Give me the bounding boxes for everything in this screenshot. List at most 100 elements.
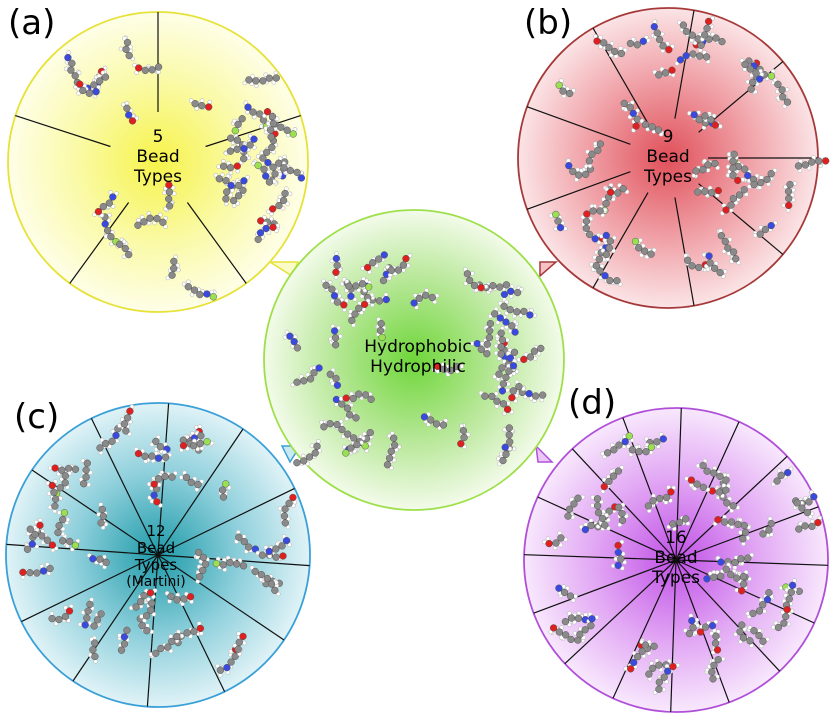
molecule-icon xyxy=(727,156,760,184)
molecule-icon xyxy=(329,251,344,280)
molecule-icon xyxy=(712,514,743,530)
molecule-icon xyxy=(117,404,135,437)
panel-b-label-line2: Bead xyxy=(646,147,689,167)
sector-divider xyxy=(675,559,828,566)
molecule-icon xyxy=(604,183,630,198)
molecule-icon xyxy=(626,442,656,457)
molecule-icon xyxy=(700,15,715,42)
molecule-icon xyxy=(725,150,746,185)
panel-a-count: 5 xyxy=(153,127,164,147)
center-circle: Hydrophobic Hydrophilic xyxy=(263,209,565,511)
molecule-icon xyxy=(631,237,657,260)
panel-c-molecules xyxy=(19,404,298,678)
molecule-icon xyxy=(118,35,136,62)
panel-d-label-line2: Bead xyxy=(654,548,697,568)
molecule-icon xyxy=(693,619,719,636)
panel-a-label-line2: Bead xyxy=(136,147,179,167)
molecule-icon xyxy=(691,158,720,179)
molecule-icon xyxy=(652,662,681,695)
molecule-icon xyxy=(555,584,578,603)
molecule-icon xyxy=(683,613,700,638)
sector-divider xyxy=(157,487,295,556)
molecule-icon xyxy=(508,379,526,404)
molecule-icon xyxy=(580,203,608,220)
molecule-icon xyxy=(77,597,95,629)
sector-divider xyxy=(674,10,695,119)
molecule-icon xyxy=(496,358,518,395)
molecule-icon xyxy=(321,278,349,313)
molecule-icon xyxy=(249,565,281,597)
molecule-icon xyxy=(650,19,675,54)
molecule-icon xyxy=(342,440,364,457)
molecule-icon xyxy=(493,325,510,361)
molecule-icon xyxy=(213,172,235,193)
molecule-icon xyxy=(193,548,210,584)
panel-a-sector-lines xyxy=(15,12,301,284)
molecule-icon xyxy=(347,298,371,328)
molecule-icon xyxy=(139,597,157,623)
molecule-icon xyxy=(25,525,59,553)
molecule-icon xyxy=(639,118,665,137)
molecule-icon xyxy=(666,515,691,532)
molecule-icon xyxy=(96,502,109,530)
molecule-icon xyxy=(76,80,101,97)
molecule-icon xyxy=(585,140,605,169)
molecule-icon xyxy=(644,485,677,514)
molecule-icon xyxy=(746,625,771,649)
molecule-icon xyxy=(501,424,516,452)
molecule-icon xyxy=(752,220,778,238)
sector-divider xyxy=(524,554,677,561)
molecule-icon xyxy=(162,181,177,213)
molecule-icon xyxy=(703,569,725,583)
molecule-icon xyxy=(164,590,195,607)
molecule-icon xyxy=(623,639,652,673)
molecule-icon xyxy=(676,19,705,53)
molecule-icon xyxy=(212,555,248,572)
molecule-icon xyxy=(229,183,247,208)
pointer-d xyxy=(534,443,554,463)
sector-divider xyxy=(564,559,677,665)
molecule-icon xyxy=(181,279,217,301)
molecule-icon xyxy=(652,66,676,79)
sector-divider xyxy=(675,408,682,561)
center-label-hydrophobic: Hydrophobic xyxy=(364,337,471,357)
molecule-icon xyxy=(794,155,830,173)
molecule-icon xyxy=(590,494,611,531)
molecule-icon xyxy=(610,539,627,571)
molecule-icon xyxy=(410,288,440,310)
molecule-icon xyxy=(781,578,798,613)
molecule-icon xyxy=(626,34,651,49)
molecule-icon xyxy=(555,78,576,99)
molecule-icon xyxy=(96,425,126,456)
molecule-icon xyxy=(561,610,589,628)
molecule-icon xyxy=(500,284,524,302)
molecule-icon xyxy=(734,573,752,595)
molecule-icon xyxy=(548,624,586,644)
molecule-icon xyxy=(45,479,63,514)
molecule-icon xyxy=(121,101,140,125)
molecule-icon xyxy=(722,562,749,582)
molecule-icon xyxy=(431,362,465,377)
center-label-hydrophilic: Hydrophilic xyxy=(370,357,466,377)
panel-b-count: 9 xyxy=(663,127,674,147)
molecule-icon xyxy=(733,621,754,648)
molecule-icon xyxy=(86,553,110,570)
molecule-icon xyxy=(457,423,471,450)
panel-a-molecules xyxy=(63,35,306,301)
molecule-icon xyxy=(251,159,277,186)
molecule-icon xyxy=(275,156,306,182)
molecule-icon xyxy=(770,466,794,487)
molecule-icon xyxy=(263,534,292,559)
sector-divider xyxy=(675,559,781,672)
sector-divider xyxy=(157,554,226,692)
panel-d-label-line3: Types xyxy=(651,568,700,588)
sector-divider xyxy=(72,554,159,682)
molecule-icon xyxy=(332,395,360,422)
molecule-icon xyxy=(188,98,213,111)
molecule-icon xyxy=(328,323,343,349)
molecule-icon xyxy=(614,502,629,528)
sector-divider xyxy=(15,115,111,148)
molecule-icon xyxy=(59,533,81,552)
sector-divider xyxy=(21,554,159,623)
sector-divider xyxy=(157,428,244,556)
